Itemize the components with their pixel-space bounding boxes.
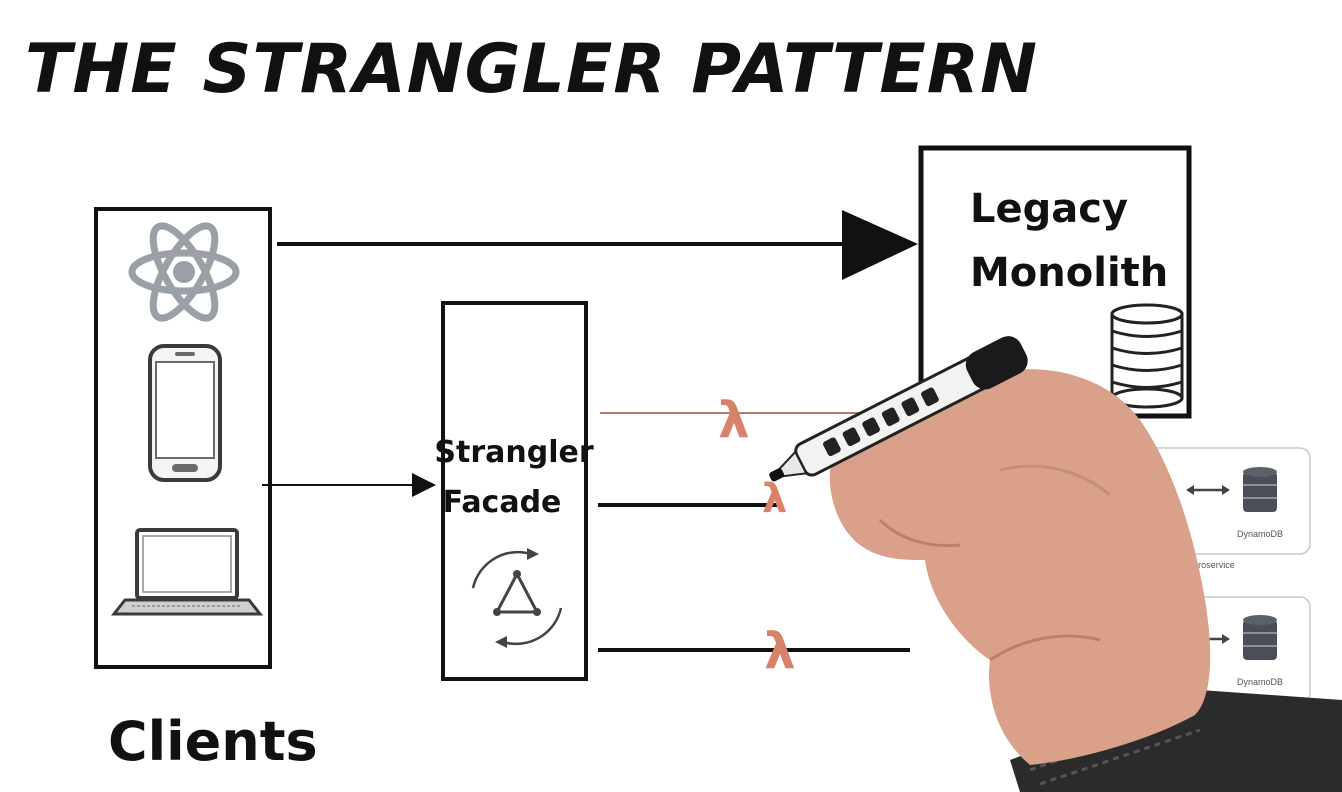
dynamodb-label-1: DynamoDB	[1237, 529, 1283, 539]
drawing-hand-illustration	[769, 336, 1342, 792]
marker-pen	[769, 336, 1028, 482]
lambda-symbol-2: λ	[762, 476, 787, 522]
dynamodb-icon	[1243, 615, 1277, 660]
hand	[829, 369, 1211, 765]
facade-label-line1: Strangler	[434, 435, 593, 470]
diagram-title: THE STRANGLER PATTERN	[25, 30, 1038, 109]
clients-box	[94, 207, 272, 669]
facade-box	[441, 301, 588, 681]
double-arrow-icon	[1186, 485, 1230, 495]
facade-label-line2: Facade	[443, 485, 562, 520]
react-icon	[128, 222, 240, 322]
lambda-symbol-1: λ	[718, 391, 750, 449]
laptop-icon	[110, 528, 264, 616]
dynamodb-icon	[1243, 467, 1277, 512]
database-icon	[1110, 303, 1184, 409]
smartphone-icon	[148, 344, 222, 482]
monolith-label-line2: Monolith	[970, 250, 1168, 296]
clients-to-monolith-arrowhead	[842, 210, 918, 280]
dynamodb-label-2: DynamoDB	[1237, 677, 1283, 687]
clients-label: Clients	[108, 710, 318, 773]
monolith-label-line1: Legacy	[970, 186, 1128, 232]
lambda-symbol-3: λ	[764, 622, 796, 680]
graphql-icon	[471, 548, 563, 648]
